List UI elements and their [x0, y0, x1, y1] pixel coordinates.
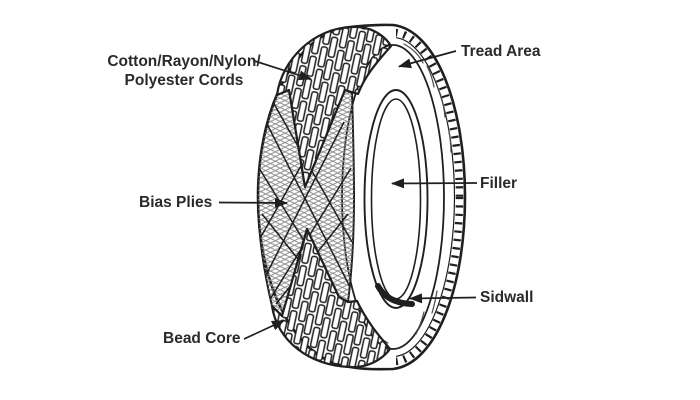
leader-filler	[391, 178, 478, 189]
leader-tread-area	[398, 50, 457, 69]
leader-sidwall	[409, 293, 477, 304]
tread-area-top	[275, 25, 393, 189]
label-filler: Filler	[480, 175, 518, 192]
bias-plies-band	[257, 89, 355, 317]
tread-edge-serration	[396, 28, 464, 366]
label-tread-area: Tread Area	[461, 43, 541, 60]
bead-arc	[375, 283, 415, 307]
leader-bias-plies	[218, 197, 288, 208]
label-sidwall: Sidwall	[480, 289, 534, 306]
leader-lines	[218, 50, 478, 340]
label-bead-core: Bead Core	[163, 330, 241, 347]
label-cords: Cotton/Rayon/Nylon/ Polyester Cords	[107, 53, 261, 90]
label-bias-plies: Bias Plies	[139, 194, 213, 211]
leader-cords	[252, 59, 312, 81]
tread-area-bottom	[270, 227, 392, 369]
rim-rings	[363, 89, 429, 309]
leader-bead-core	[243, 319, 285, 340]
